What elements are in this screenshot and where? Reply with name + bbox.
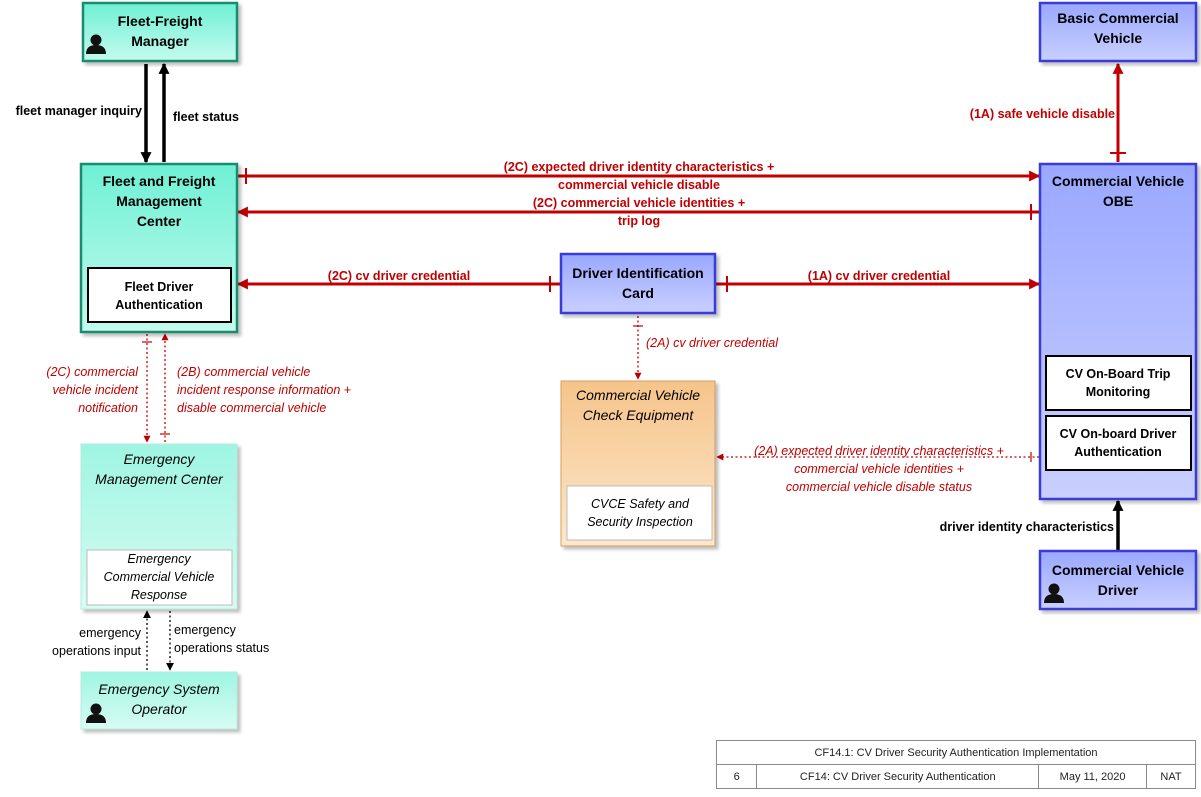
- footer-page-number: 6: [715, 764, 758, 789]
- cv-driver-credential-2c-label: (2C) cv driver credential: [328, 269, 470, 283]
- driver-identity-characteristics-label: driver identity characteristics: [940, 520, 1114, 534]
- cv-driver-credential-1a-label: (1A) cv driver credential: [808, 269, 950, 283]
- title-block: CF14.1: CV Driver Security Authenticatio…: [715, 740, 1197, 789]
- expected-driver-identity-2a-label: (2A) expected driver identity characteri…: [754, 444, 1004, 494]
- cv-driver-credential-2a-label: (2A) cv driver credential: [646, 336, 779, 350]
- expected-driver-identity-2c-label: (2C) expected driver identity characteri…: [504, 160, 775, 192]
- fleet-status-label: fleet status: [173, 110, 239, 124]
- safe-vehicle-disable-label: (1A) safe vehicle disable: [970, 107, 1115, 121]
- fleet-manager-inquiry-label: fleet manager inquiry: [16, 104, 142, 118]
- footer-subtitle: CF14: CV Driver Security Authentication: [756, 764, 1040, 789]
- cv-identities-2c-label: (2C) commercial vehicle identities +trip…: [533, 196, 745, 228]
- footer-date: May 11, 2020: [1038, 764, 1147, 789]
- footer-title: CF14.1: CV Driver Security Authenticatio…: [716, 740, 1196, 765]
- footer-org: NAT: [1145, 764, 1197, 789]
